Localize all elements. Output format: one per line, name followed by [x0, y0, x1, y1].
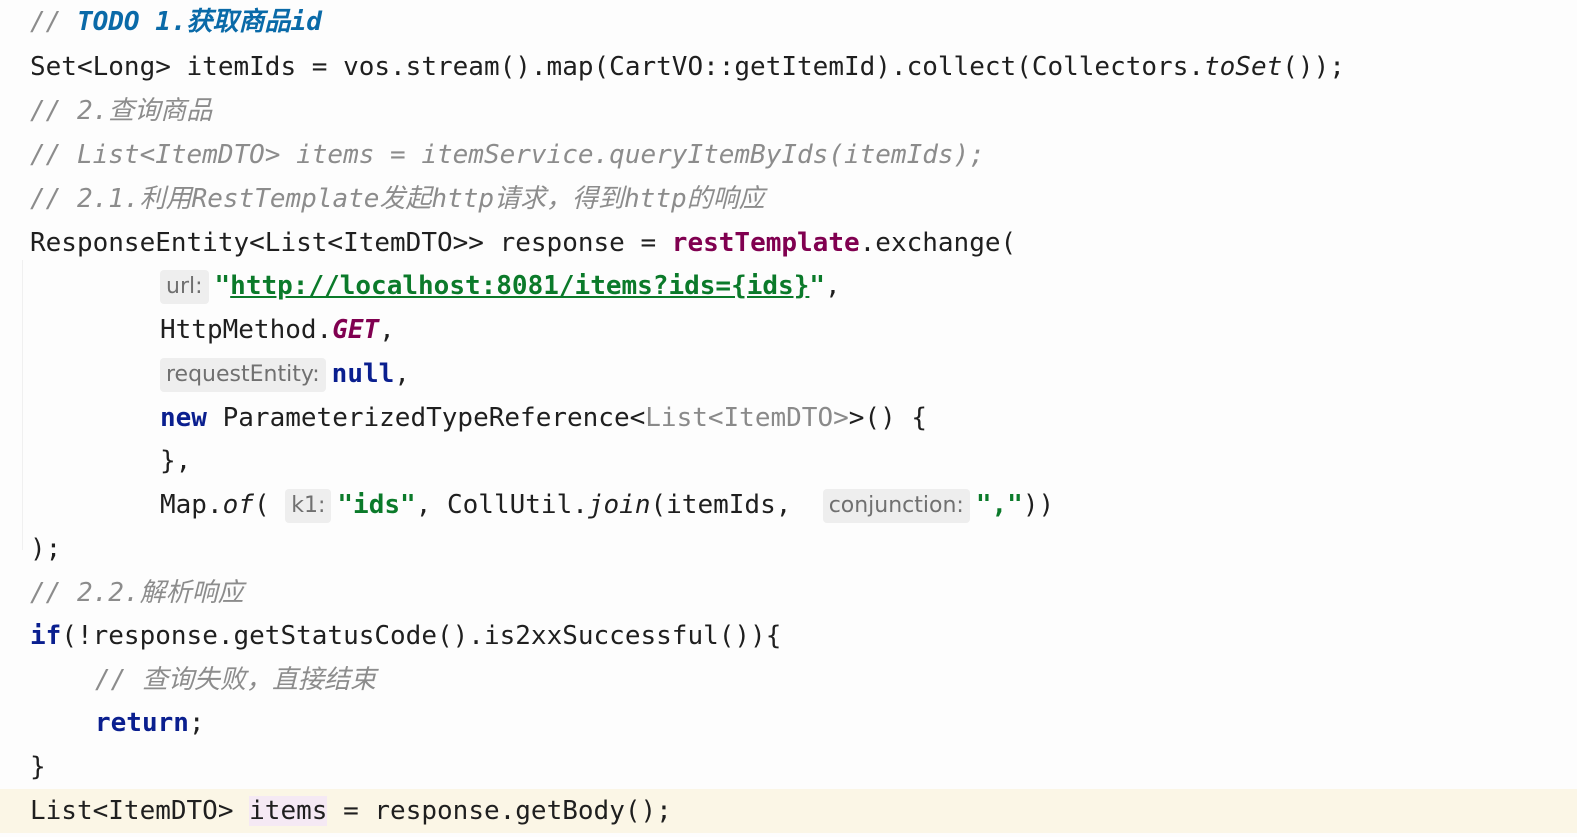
- code-token: );: [30, 534, 62, 564]
- code-line[interactable]: // List<ItemDTO> items = itemService.que…: [0, 133, 1577, 177]
- code-token: ",": [975, 490, 1023, 520]
- code-line-content: },: [160, 439, 191, 483]
- code-line-content: // TODO 1.获取商品id: [30, 0, 322, 44]
- code-line[interactable]: Map.of( k1:"ids", CollUtil.join(itemIds,…: [0, 483, 1577, 527]
- code-line[interactable]: // 2.1.利用RestTemplate发起http请求，得到http的响应: [0, 177, 1577, 221]
- code-token: ,: [825, 271, 841, 301]
- fold-gutter: [0, 260, 23, 550]
- code-line[interactable]: // 2.2.解析响应: [0, 571, 1577, 615]
- code-token: .exchange(: [859, 228, 1017, 258]
- code-line[interactable]: // 2.查询商品: [0, 89, 1577, 133]
- code-token: (!response.getStatusCode().is2xxSuccessf…: [61, 621, 782, 651]
- code-token: List<ItemDTO>: [645, 403, 849, 433]
- code-token: toSet: [1204, 52, 1283, 82]
- code-line-content: // 2.查询商品: [30, 89, 212, 133]
- code-token: }: [30, 752, 46, 782]
- code-line-content: requestEntity:null,: [160, 352, 410, 396]
- code-line-content: HttpMethod.GET,: [160, 308, 395, 352]
- code-token: (itemIds,: [650, 490, 823, 520]
- code-line-content: }: [30, 745, 46, 789]
- code-token: // 查询失败，直接结束: [95, 665, 376, 695]
- code-line[interactable]: );: [0, 527, 1577, 571]
- code-token: //: [30, 7, 77, 37]
- code-line-content: Set<Long> itemIds = vos.stream().map(Car…: [30, 45, 1345, 89]
- code-line-content: if(!response.getStatusCode().is2xxSucces…: [30, 614, 781, 658]
- code-line-content: List<ItemDTO> items = response.getBody()…: [30, 789, 672, 833]
- code-line[interactable]: url:"http://localhost:8081/items?ids={id…: [0, 264, 1577, 308]
- code-token: Map.: [160, 490, 223, 520]
- code-token: restTemplate: [671, 228, 860, 258]
- code-line[interactable]: // TODO 1.获取商品id: [0, 0, 1577, 44]
- current-code-line[interactable]: List<ItemDTO> items = response.getBody()…: [0, 789, 1577, 833]
- code-token: null: [331, 359, 395, 389]
- code-line[interactable]: }: [0, 745, 1577, 789]
- code-line[interactable]: new ParameterizedTypeReference<List<Item…: [0, 396, 1577, 440]
- code-line-content: );: [30, 527, 61, 571]
- code-line-content: // 2.2.解析响应: [30, 571, 244, 615]
- code-token: },: [160, 446, 192, 476]
- code-token: ,: [379, 315, 395, 345]
- code-token: (: [253, 490, 286, 520]
- code-line-content: // 2.1.利用RestTemplate发起http请求，得到http的响应: [30, 177, 765, 221]
- code-token: ParameterizedTypeReference<: [206, 403, 646, 433]
- code-line-content: return;: [95, 701, 205, 745]
- parameter-hint: k1:: [285, 489, 332, 523]
- code-token: , CollUtil.: [415, 490, 588, 520]
- code-token: GET: [332, 315, 380, 345]
- code-line[interactable]: if(!response.getStatusCode().is2xxSucces…: [0, 614, 1577, 658]
- code-token: >() {: [848, 403, 928, 433]
- code-line[interactable]: },: [0, 439, 1577, 483]
- code-token: ;: [188, 708, 205, 738]
- code-line-content: ResponseEntity<List<ItemDTO>> response =…: [30, 221, 1016, 265]
- code-token: ": [809, 271, 826, 301]
- code-token: return: [95, 708, 189, 738]
- code-token: )): [1022, 490, 1055, 520]
- code-line-content: // List<ItemDTO> items = itemService.que…: [30, 133, 985, 177]
- code-token: new: [160, 403, 207, 433]
- code-token: HttpMethod.: [160, 315, 333, 345]
- code-token: of: [222, 490, 254, 520]
- code-token: ResponseEntity<List<ItemDTO>> response =: [30, 228, 672, 258]
- code-token: ,: [394, 359, 410, 389]
- code-token: "ids": [337, 490, 416, 520]
- code-token: items: [249, 796, 328, 826]
- code-line-content: Map.of( k1:"ids", CollUtil.join(itemIds,…: [160, 483, 1054, 527]
- code-line-content: // 查询失败，直接结束: [95, 658, 376, 702]
- code-token: join: [587, 490, 651, 520]
- code-token: if: [30, 621, 62, 651]
- code-token: ": [214, 271, 231, 301]
- parameter-hint: conjunction:: [822, 489, 970, 523]
- code-token: ());: [1282, 52, 1345, 82]
- code-line-content: url:"http://localhost:8081/items?ids={id…: [160, 264, 841, 308]
- code-token: // List<ItemDTO> items = itemService.que…: [30, 140, 985, 170]
- code-line[interactable]: ResponseEntity<List<ItemDTO>> response =…: [0, 221, 1577, 265]
- code-line[interactable]: // 查询失败，直接结束: [0, 658, 1577, 702]
- code-token: Set<Long> itemIds = vos.stream().map(Car…: [30, 52, 1204, 82]
- code-token: = response.getBody();: [327, 796, 672, 826]
- code-line-content: new ParameterizedTypeReference<List<Item…: [160, 396, 927, 440]
- parameter-hint: requestEntity:: [160, 358, 326, 392]
- code-line[interactable]: Set<Long> itemIds = vos.stream().map(Car…: [0, 45, 1577, 89]
- code-token: List<ItemDTO>: [30, 796, 250, 826]
- code-line[interactable]: return;: [0, 701, 1577, 745]
- code-token: // 2.查询商品: [30, 96, 213, 126]
- code-token: // 2.1.利用RestTemplate发起http请求，得到http的响应: [30, 184, 765, 214]
- code-token: http://localhost:8081/items?ids={ids}: [230, 271, 810, 301]
- parameter-hint: url:: [160, 270, 209, 304]
- code-line[interactable]: requestEntity:null,: [0, 352, 1577, 396]
- code-line[interactable]: HttpMethod.GET,: [0, 308, 1577, 352]
- code-token: TODO 1.获取商品id: [76, 7, 322, 37]
- code-token: // 2.2.解析响应: [30, 578, 244, 608]
